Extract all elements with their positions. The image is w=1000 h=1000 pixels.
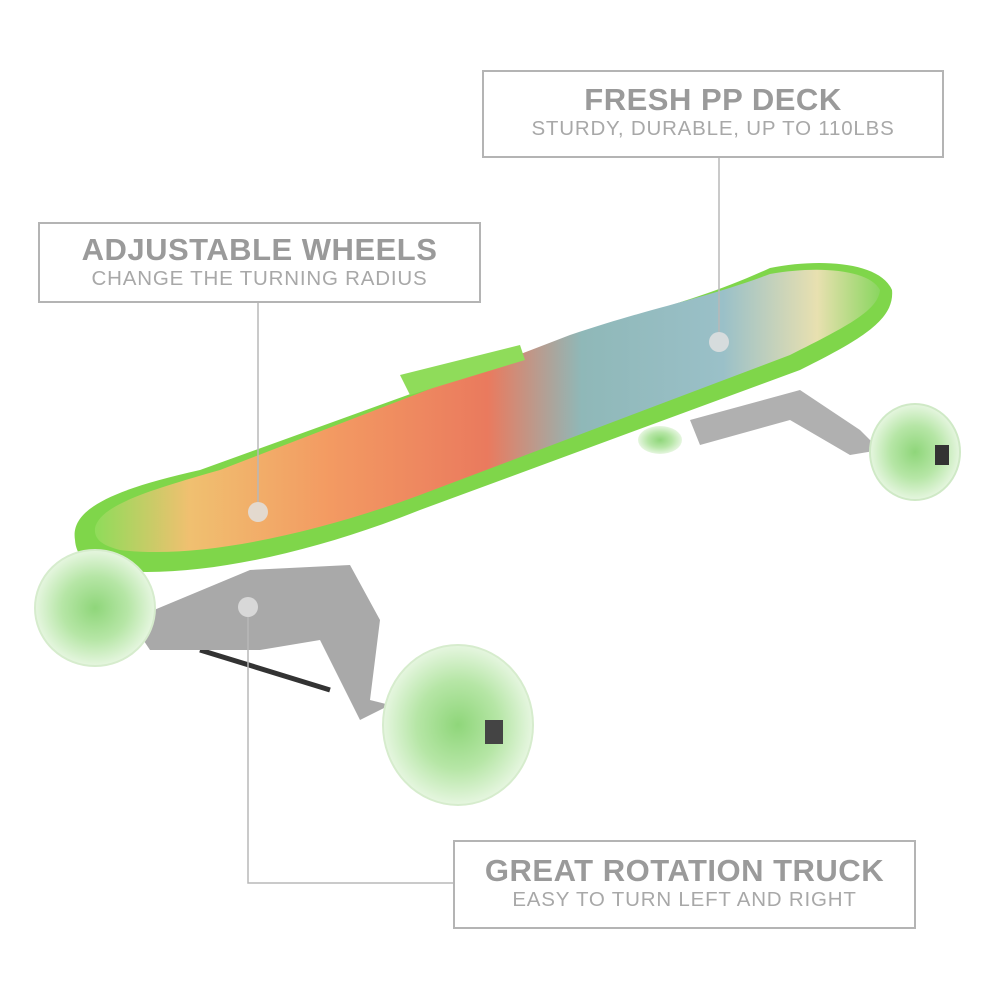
rear-truck <box>638 390 961 501</box>
callout-subtitle: EASY TO TURN LEFT AND RIGHT <box>512 888 857 911</box>
callout-title: ADJUSTABLE WHEELS <box>81 232 438 267</box>
callout-title: GREAT ROTATION TRUCK <box>484 853 885 888</box>
callout-great-rotation-truck: GREAT ROTATION TRUCK EASY TO TURN LEFT A… <box>453 840 916 929</box>
callout-fresh-pp-deck: FRESH PP DECK STURDY, DURABLE, UP TO 110… <box>482 70 944 158</box>
front-truck <box>34 549 534 806</box>
callout-subtitle: CHANGE THE TURNING RADIUS <box>91 267 428 290</box>
callout-title: FRESH PP DECK <box>584 82 842 117</box>
leader-lines <box>247 158 720 884</box>
callout-subtitle: STURDY, DURABLE, UP TO 110LBS <box>531 117 895 140</box>
callout-adjustable-wheels: ADJUSTABLE WHEELS CHANGE THE TURNING RAD… <box>38 222 481 303</box>
deck <box>74 263 893 572</box>
